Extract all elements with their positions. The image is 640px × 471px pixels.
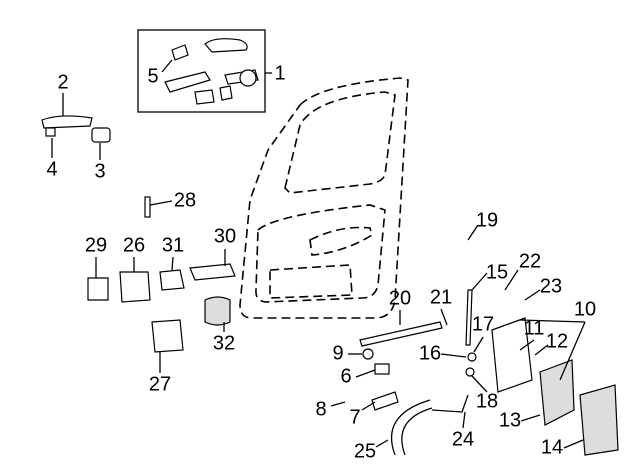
boot-32 <box>204 296 231 326</box>
check-arm-30 <box>189 263 236 281</box>
callout-4: 4 <box>46 158 57 180</box>
callout-17: 17 <box>472 313 494 335</box>
callout-26: 26 <box>123 234 145 256</box>
callout-10: 10 <box>574 298 596 320</box>
door-shell-outline <box>239 77 409 319</box>
rod-24 <box>431 394 469 413</box>
handle-bezel <box>91 127 111 143</box>
callout-labels: 1 2 3 4 5 6 7 8 9 10 11 12 13 14 15 16 1… <box>46 62 596 462</box>
callout-1: 1 <box>274 62 285 84</box>
callout-24: 24 <box>452 428 474 450</box>
lock-10 <box>491 317 533 393</box>
handle-7 <box>371 391 399 411</box>
callout-28: 28 <box>174 189 196 211</box>
clip-17 <box>467 352 477 362</box>
callout-8: 8 <box>315 398 326 420</box>
callout-12: 12 <box>546 330 568 352</box>
callout-5: 5 <box>147 65 158 87</box>
callout-6: 6 <box>340 365 351 387</box>
callout-15: 15 <box>486 261 508 283</box>
callout-29: 29 <box>85 234 107 256</box>
panel-13 <box>539 359 575 426</box>
callout-21: 21 <box>430 286 452 308</box>
rod-20 <box>359 321 443 347</box>
callout-25: 25 <box>354 440 376 462</box>
callout-32: 32 <box>213 332 235 354</box>
callout-31: 31 <box>162 234 184 256</box>
callout-23: 23 <box>540 275 562 297</box>
outer-handle <box>41 115 93 129</box>
rod-25 <box>390 399 433 456</box>
callout-14: 14 <box>541 436 563 458</box>
callout-20: 20 <box>389 287 411 309</box>
callout-3: 3 <box>94 160 105 182</box>
rod-15 <box>465 289 473 346</box>
callout-16: 16 <box>419 342 441 364</box>
callout-19: 19 <box>476 209 498 231</box>
clip-18 <box>465 367 475 377</box>
part-6 <box>374 363 390 375</box>
callout-11: 11 <box>524 317 545 339</box>
clip-29 <box>87 277 109 301</box>
callout-2: 2 <box>57 71 68 93</box>
callout-27: 27 <box>149 373 171 395</box>
hinge-27 <box>151 319 184 353</box>
callout-13: 13 <box>499 409 521 431</box>
bracket-31 <box>159 269 185 291</box>
callout-18: 18 <box>476 390 498 412</box>
callout-22: 22 <box>519 250 541 272</box>
callout-30: 30 <box>214 225 236 247</box>
clip-9 <box>362 348 374 360</box>
hinge-26 <box>119 271 151 303</box>
callout-7: 7 <box>349 406 360 428</box>
part-1-kit-box <box>137 29 266 113</box>
part-1-kit-parts <box>164 38 259 105</box>
pin <box>144 196 151 218</box>
leader-lines <box>51 59 586 449</box>
panel-14 <box>579 384 619 456</box>
callout-9: 9 <box>332 342 343 364</box>
handle-cap <box>45 127 56 137</box>
